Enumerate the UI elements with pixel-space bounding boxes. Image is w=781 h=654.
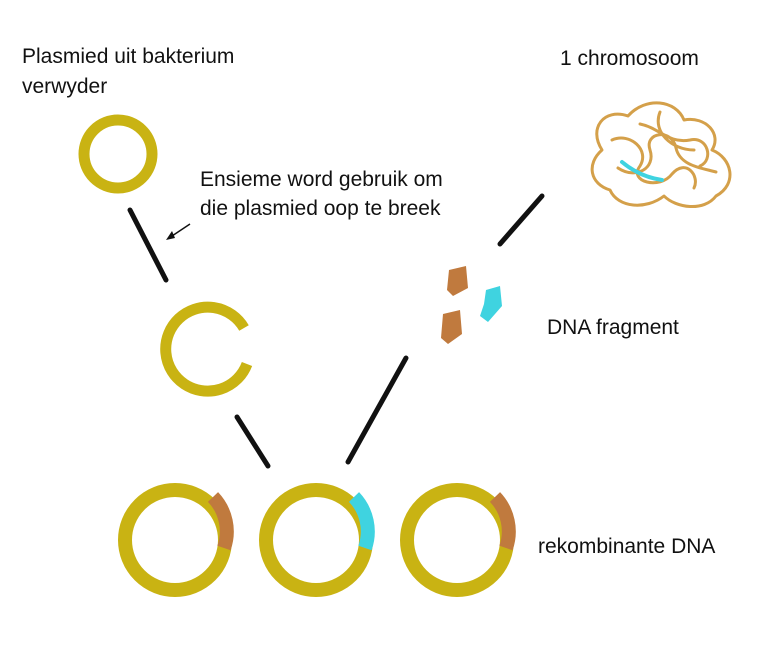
arrow-fragments-to-recombinant bbox=[345, 355, 409, 465]
recombinant-plasmid-1 bbox=[118, 483, 234, 597]
intact-plasmid bbox=[78, 114, 158, 194]
recombinant-plasmid-3 bbox=[400, 483, 516, 597]
arrow-plasmid-to-cut bbox=[127, 207, 169, 283]
arrow-cut-to-recombinant bbox=[234, 414, 271, 469]
plasmid-label-line2: verwyder bbox=[22, 75, 108, 98]
chromosome-label: 1 chromosoom bbox=[560, 47, 699, 70]
chromosome bbox=[590, 101, 732, 209]
fragment-label: DNA fragment bbox=[547, 316, 679, 339]
arrow-chromosome-to-fragments bbox=[497, 193, 545, 247]
enzyme-pointer-arrow bbox=[166, 223, 191, 240]
chromosome-gene-segment bbox=[620, 160, 664, 182]
recombinant-plasmid-2 bbox=[259, 483, 375, 597]
dna-fragments bbox=[441, 266, 502, 344]
plasmid-label-line1: Plasmied uit bakterium bbox=[22, 45, 235, 68]
fragment-cyan bbox=[480, 286, 502, 322]
enzyme-label-line1: Ensieme word gebruik om bbox=[200, 168, 443, 191]
cut-plasmid bbox=[160, 301, 253, 397]
fragment-brown-lower bbox=[441, 310, 462, 344]
fragment-brown-upper bbox=[447, 266, 468, 296]
enzyme-label-line2: die plasmied oop te breek bbox=[200, 197, 441, 220]
recombinant-label: rekombinante DNA bbox=[538, 535, 716, 558]
